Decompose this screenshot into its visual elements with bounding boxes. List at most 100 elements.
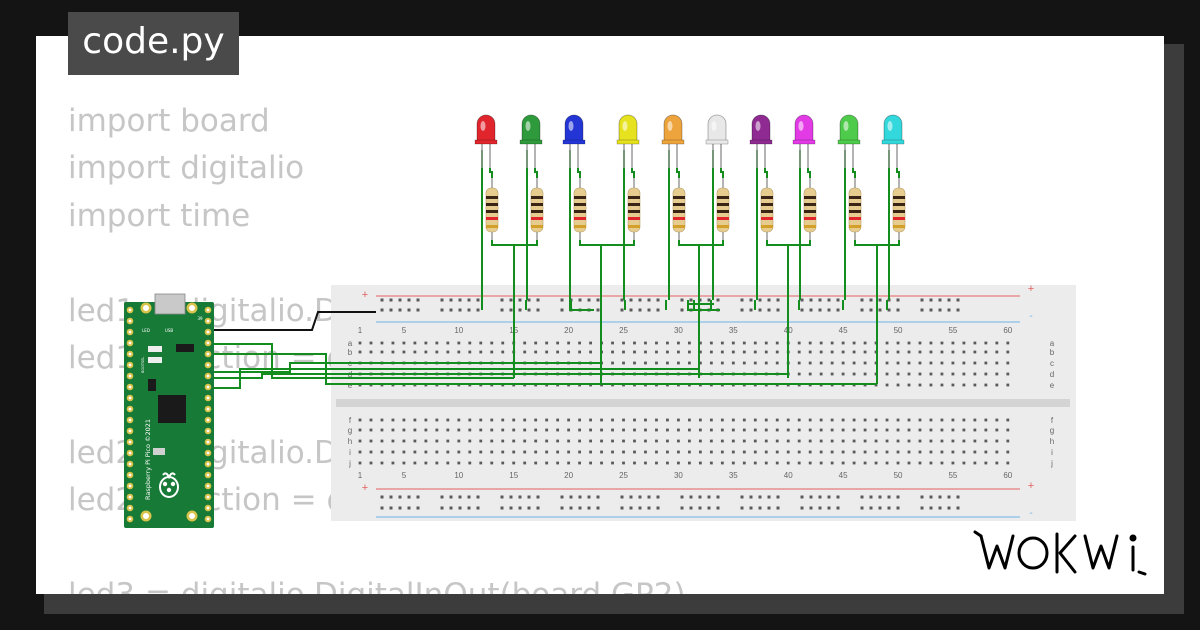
terminal-hole [457, 461, 461, 465]
rail-hole [587, 298, 591, 302]
resistor-band [673, 210, 685, 213]
rail-hole [440, 495, 444, 499]
pin-hole [128, 330, 132, 334]
resistor-band [673, 196, 685, 199]
wire [877, 240, 900, 246]
resistor-band [486, 203, 498, 206]
rail-hole [887, 308, 891, 312]
terminal-hole [501, 439, 505, 443]
resistor-band [893, 225, 905, 228]
terminal-hole [808, 461, 812, 465]
rail-hole [809, 506, 813, 510]
terminal-hole [918, 372, 922, 376]
terminal-hole [567, 350, 571, 354]
resistor-band [804, 210, 816, 213]
rail-hole [476, 308, 480, 312]
terminal-hole [764, 450, 768, 454]
board-text: Raspberry Pi Pico ©2021 [144, 419, 152, 500]
rail-hole [758, 308, 762, 312]
terminal-hole [556, 461, 560, 465]
terminal-hole [940, 418, 944, 422]
rail-hole [809, 495, 813, 499]
rail-minus-label: - [1029, 311, 1032, 322]
terminal-hole [424, 450, 428, 454]
terminal-hole [380, 450, 384, 454]
pin-hole [128, 440, 132, 444]
terminal-hole [633, 341, 636, 345]
terminal-hole [907, 428, 911, 432]
rail-hole [569, 495, 573, 499]
row-letter: j [1050, 459, 1053, 468]
led-rim [562, 139, 586, 145]
terminal-hole [479, 341, 483, 345]
rail-hole [587, 495, 591, 499]
resistor-band [628, 203, 640, 206]
rail-hole [647, 298, 651, 302]
terminal-hole [512, 428, 516, 432]
rail-hole [818, 495, 822, 499]
terminal-hole [534, 418, 538, 422]
terminal-hole [655, 350, 658, 354]
rail-hole [416, 308, 420, 312]
rail-hole [749, 495, 753, 499]
rail-hole [596, 495, 600, 499]
terminal-hole [797, 450, 801, 454]
filename-tab: code.py [68, 12, 239, 75]
terminal-hole [951, 428, 955, 432]
terminal-hole [775, 341, 779, 345]
terminal-hole [995, 341, 999, 345]
terminal-hole [775, 428, 779, 432]
terminal-hole [896, 341, 900, 345]
terminal-hole [633, 361, 636, 365]
pin-hole [206, 462, 210, 466]
rail-hole [938, 506, 942, 510]
terminal-hole [424, 439, 428, 443]
terminal-hole [995, 461, 999, 465]
terminal-hole [567, 439, 571, 443]
column-number: 50 [894, 471, 903, 480]
terminal-hole [852, 341, 856, 345]
rail-hole [407, 298, 411, 302]
rail-hole [578, 298, 582, 302]
rail-hole [800, 506, 804, 510]
terminal-hole [666, 450, 669, 454]
resistor-band [628, 210, 640, 213]
terminal-hole [929, 383, 933, 387]
terminal-hole [742, 439, 746, 443]
terminal-hole [468, 341, 472, 345]
terminal-hole [468, 450, 472, 454]
resistor [627, 178, 641, 240]
terminal-hole [830, 450, 834, 454]
pin-hole [128, 319, 132, 323]
terminal-hole [698, 450, 702, 454]
terminal-hole [622, 350, 625, 354]
rail-hole [767, 495, 771, 499]
terminal-hole [567, 450, 571, 454]
led-cyan [881, 114, 905, 168]
terminal-hole [962, 461, 966, 465]
rail-hole [416, 495, 420, 499]
terminal-hole [885, 418, 889, 422]
terminal-hole [808, 372, 812, 376]
terminal-hole [720, 439, 724, 443]
rail-hole [620, 506, 624, 510]
terminal-hole [929, 361, 933, 365]
terminal-hole [479, 439, 483, 443]
terminal-hole [435, 341, 439, 345]
rail-hole [776, 506, 780, 510]
terminal-hole [391, 418, 395, 422]
wire [766, 240, 789, 378]
led-body [618, 114, 638, 143]
terminal-hole [984, 361, 988, 365]
terminal-hole [951, 350, 955, 354]
pin-hole [128, 418, 132, 422]
led-highlight [887, 121, 893, 131]
terminal-hole [753, 418, 757, 422]
terminal-hole [622, 428, 625, 432]
terminal-hole [841, 461, 845, 465]
terminal-hole [435, 439, 439, 443]
led-rim [837, 139, 861, 145]
terminal-hole [918, 341, 922, 345]
terminal-hole [907, 418, 911, 422]
